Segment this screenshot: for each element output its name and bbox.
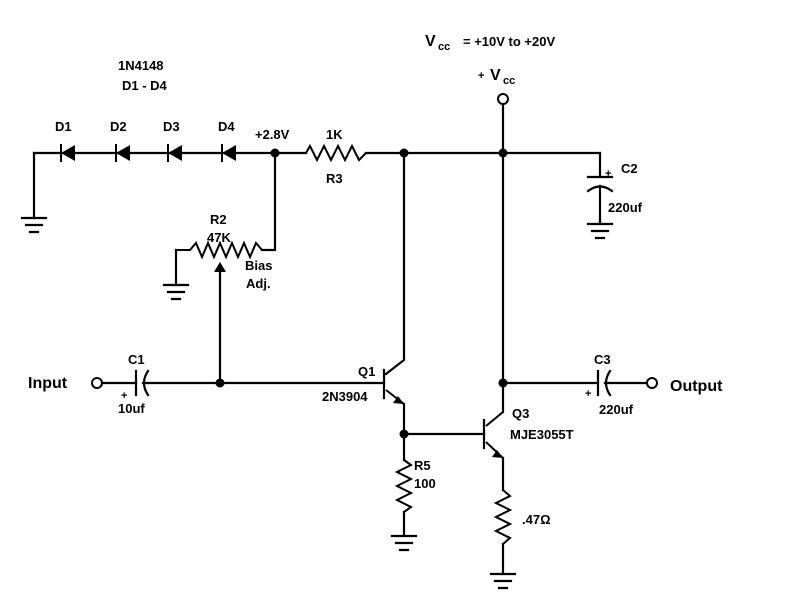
r2-note-line2: Adj. [246,276,271,291]
diode-part-number: 1N4148 [118,58,164,73]
ground-left [20,216,48,234]
diode-label-d3: D3 [163,119,180,134]
bias-voltage-label: +2.8V [255,127,290,142]
c1-value-label: 10uf [118,401,145,416]
resistor-r5 [394,459,414,513]
input-label: Input [28,375,68,392]
c2-name-label: C2 [621,161,638,176]
output-terminal[interactable] [646,377,658,389]
resistor-r3 [305,143,367,163]
ground-c2 [586,222,614,240]
ground-r2 [162,283,190,301]
r5-value-label: 100 [414,476,436,491]
diode-label-d4: D4 [218,119,235,134]
vcc-terminal-plus: + [478,70,484,82]
q3-part-label: MJE3055T [510,427,574,442]
q1-name-label: Q1 [358,364,375,379]
r2-name-label: R2 [210,212,227,227]
input-terminal[interactable] [91,377,103,389]
q1-part-label: 2N3904 [322,389,368,404]
r5-name-label: R5 [414,458,431,473]
c2-value-label: 220uf [608,200,643,215]
wire-q1-collector [384,151,406,376]
vcc-terminal-sub: cc [503,75,515,87]
r3-name-label: R3 [326,171,343,186]
ground-emitter [489,572,517,590]
c3-value-label: 220uf [599,402,634,417]
diode-label-d1: D1 [55,119,72,134]
transistor-q3 [482,411,504,459]
output-label: Output [670,378,723,395]
r2-note-line1: Bias [245,258,272,273]
resistor-emitter [493,489,513,545]
diode-d2 [115,144,130,162]
r3-value-label: 1K [326,127,343,142]
diode-range-label: D1 - D4 [122,78,168,93]
diode-d3 [167,144,182,162]
emitter-resistor-value: .47Ω [522,512,551,527]
ground-r5 [390,534,418,552]
vcc-terminal-v: V [490,67,501,84]
vcc-range-title: V cc = +10V to +20V [425,33,555,53]
wiper-arrow-icon [214,262,226,272]
vcc-title-v: V [425,33,436,50]
diode-d1 [60,144,75,162]
diode-d4 [221,144,236,162]
diode-label-d2: D2 [110,119,127,134]
vcc-title-range: = +10V to +20V [463,34,555,49]
c1-name-label: C1 [128,352,145,367]
c1-polarity: + [121,390,127,402]
wire-bias-to-r2 [260,151,277,252]
r2-value-label: 47K [207,230,231,245]
q3-name-label: Q3 [512,406,529,421]
vcc-terminal[interactable] [497,93,509,105]
c3-name-label: C3 [594,352,611,367]
transistor-q1 [382,368,405,405]
vcc-title-sub: cc [438,41,450,53]
c2-polarity: + [605,168,611,180]
c3-polarity: + [585,388,591,400]
resistor-r2 [176,240,263,260]
node-wiper-base [215,378,225,388]
